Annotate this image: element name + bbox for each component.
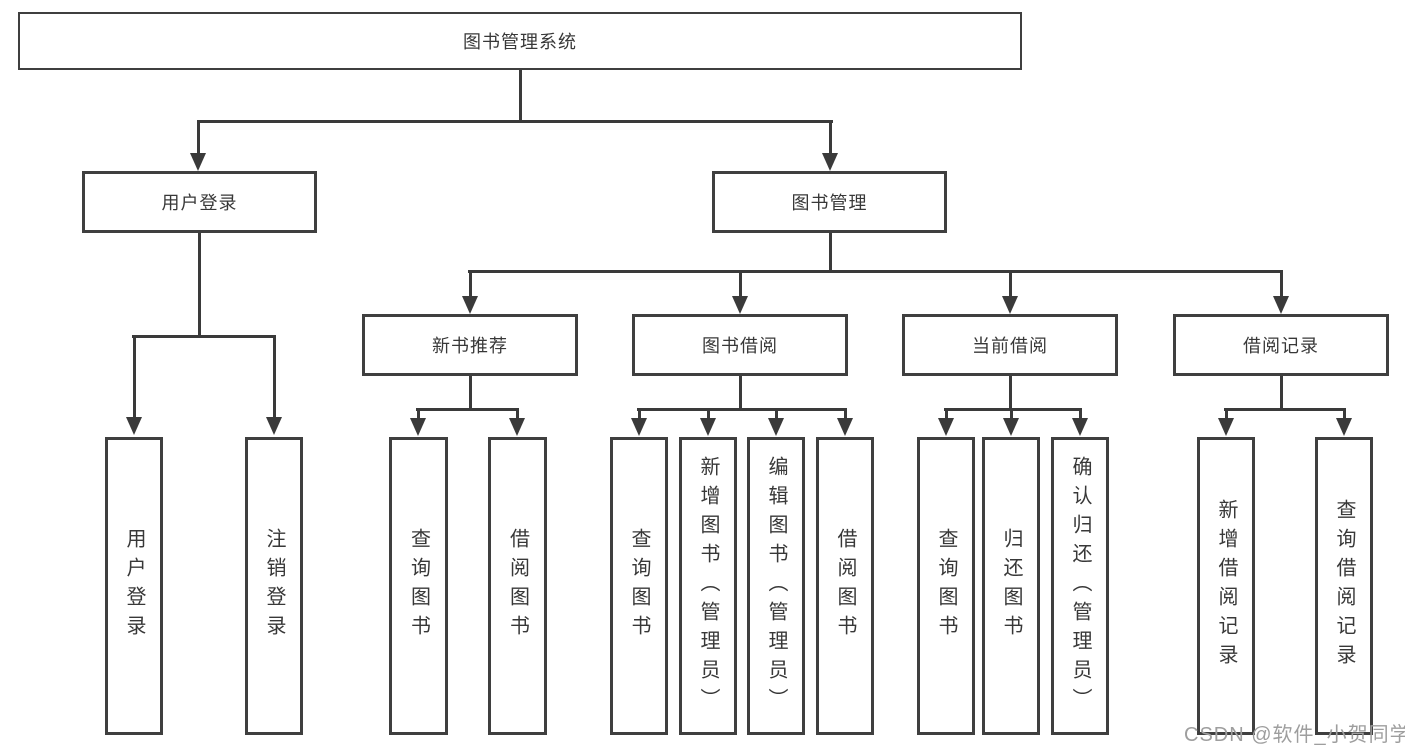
connector-arrowhead (190, 153, 206, 171)
connector-line (1079, 408, 1082, 420)
connector-line (739, 376, 742, 410)
leaf-query-borrow-record: 查询借阅记录 (1315, 437, 1373, 735)
connector-arrowhead (938, 418, 954, 436)
connector-line (944, 408, 1082, 411)
connector-arrowhead (631, 418, 647, 436)
connector-line (516, 408, 519, 420)
connector-line (417, 408, 420, 420)
connector-arrowhead (509, 418, 525, 436)
leaf-add-books-admin: 新增图书（管理员） (679, 437, 737, 735)
connector-line (945, 408, 948, 420)
connector-arrowhead (732, 296, 748, 314)
connector-line (416, 408, 519, 411)
leaf-return-books: 归还图书 (982, 437, 1040, 735)
leaf-query-books-borrowing: 查询图书 (610, 437, 668, 735)
leaf-query-books-recommend: 查询图书 (389, 437, 448, 735)
connector-line (133, 335, 136, 418)
leaf-query-books-current: 查询图书 (917, 437, 975, 735)
node-library-management-system: 图书管理系统 (18, 12, 1022, 70)
connector-line (1009, 376, 1012, 410)
connector-arrowhead (822, 153, 838, 171)
node-borrowing-records: 借阅记录 (1173, 314, 1389, 376)
connector-line (198, 233, 201, 337)
connector-line (638, 408, 641, 420)
node-book-borrowing: 图书借阅 (632, 314, 848, 376)
connector-line (1280, 376, 1283, 410)
connector-line (844, 408, 847, 420)
leaf-add-borrow-record: 新增借阅记录 (1197, 437, 1255, 735)
connector-arrowhead (266, 417, 282, 435)
connector-line (637, 408, 846, 411)
connector-line (829, 233, 832, 273)
node-user-login: 用户登录 (82, 171, 317, 233)
leaf-confirm-return-admin: 确认归还（管理员） (1051, 437, 1109, 735)
connector-line (1343, 408, 1346, 420)
leaf-logout: 注销登录 (245, 437, 303, 735)
connector-line (469, 376, 472, 410)
connector-line (197, 120, 200, 154)
connector-line (829, 120, 832, 154)
connector-arrowhead (768, 418, 784, 436)
connector-line (519, 70, 522, 122)
connector-line (775, 408, 778, 420)
connector-line (469, 270, 472, 298)
connector-arrowhead (1002, 296, 1018, 314)
leaf-borrow-books-recommend: 借阅图书 (488, 437, 547, 735)
connector-arrowhead (462, 296, 478, 314)
connector-arrowhead (1218, 418, 1234, 436)
connector-line (1224, 408, 1346, 411)
connector-line (273, 335, 276, 418)
node-book-management: 图书管理 (712, 171, 947, 233)
connector-line (1010, 408, 1013, 420)
connector-arrowhead (1273, 296, 1289, 314)
leaf-borrow-books: 借阅图书 (816, 437, 874, 735)
connector-line (1280, 270, 1283, 298)
connector-arrowhead (837, 418, 853, 436)
connector-arrowhead (1003, 418, 1019, 436)
connector-line (468, 270, 1282, 273)
connector-arrowhead (410, 418, 426, 436)
leaf-edit-books-admin: 编辑图书（管理员） (747, 437, 805, 735)
connector-arrowhead (700, 418, 716, 436)
connector-arrowhead (1336, 418, 1352, 436)
connector-line (1225, 408, 1228, 420)
leaf-user-login: 用户登录 (105, 437, 163, 735)
connector-line (132, 335, 276, 338)
connector-line (707, 408, 710, 420)
connector-arrowhead (126, 417, 142, 435)
node-current-borrowing: 当前借阅 (902, 314, 1118, 376)
connector-arrowhead (1072, 418, 1088, 436)
connector-line (197, 120, 833, 123)
connector-line (739, 270, 742, 298)
node-new-book-recommendation: 新书推荐 (362, 314, 578, 376)
watermark-text: CSDN @软件_小贺同学 (1184, 724, 1405, 746)
connector-line (1009, 270, 1012, 298)
